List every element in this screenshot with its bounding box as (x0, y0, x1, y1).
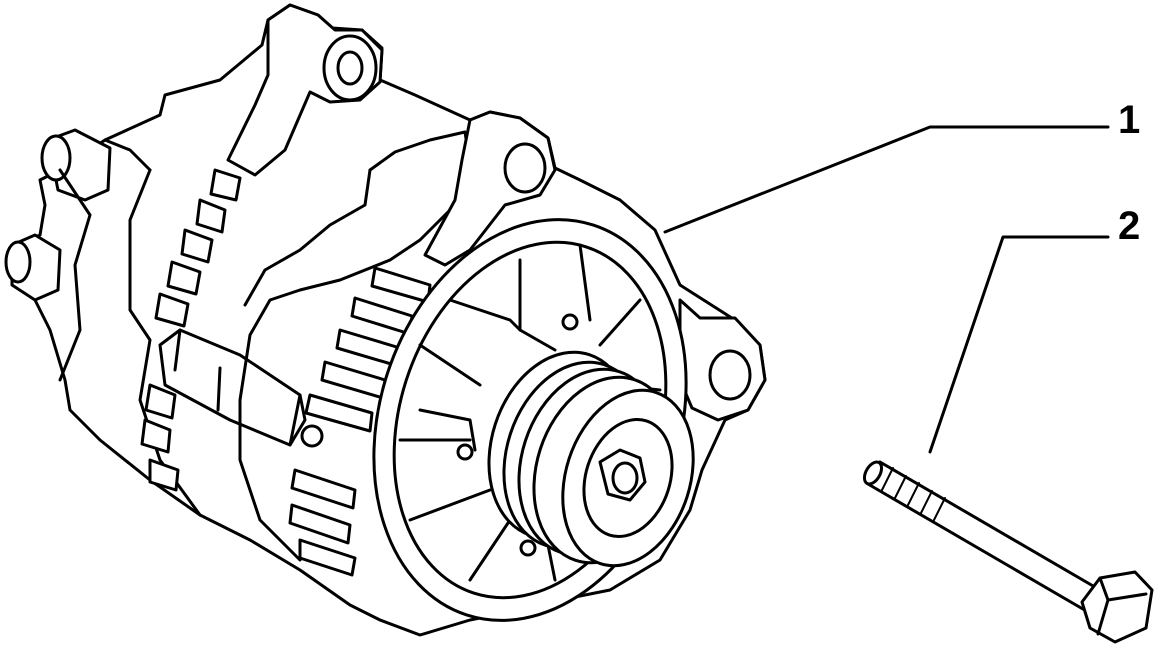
front-ear-hole (503, 142, 547, 194)
callout-2-leader (928, 235, 1110, 454)
callout-2-number: 2 (1118, 204, 1141, 248)
callout-1-leader (663, 125, 1110, 234)
rear-terminal-lower-cap (4, 240, 32, 284)
bolt (862, 460, 1154, 644)
shield-vent-hole-1 (561, 313, 579, 331)
shield-vent-hole-2 (456, 443, 474, 461)
bolt-head (1080, 570, 1154, 644)
bolt-thread (881, 467, 946, 521)
stator-ring (238, 130, 472, 562)
regulator-screw (300, 424, 324, 448)
rear-cover-band (128, 168, 202, 517)
rear-cooling-fins (140, 168, 242, 492)
shield-vent-hole-3 (519, 539, 537, 557)
top-ear-hole-inner (336, 50, 364, 86)
callout-1-number: 1 (1118, 98, 1141, 142)
front-cooling-fins (288, 266, 432, 577)
voltage-regulator (158, 328, 307, 447)
alternator (4, 3, 767, 637)
rear-terminal-upper-cap (40, 134, 72, 182)
lower-ear-hole (708, 349, 752, 401)
shaft-end (611, 461, 639, 495)
drive-pulley (487, 350, 695, 568)
rear-frame-edge (58, 138, 152, 382)
bolt-tip (862, 460, 884, 486)
